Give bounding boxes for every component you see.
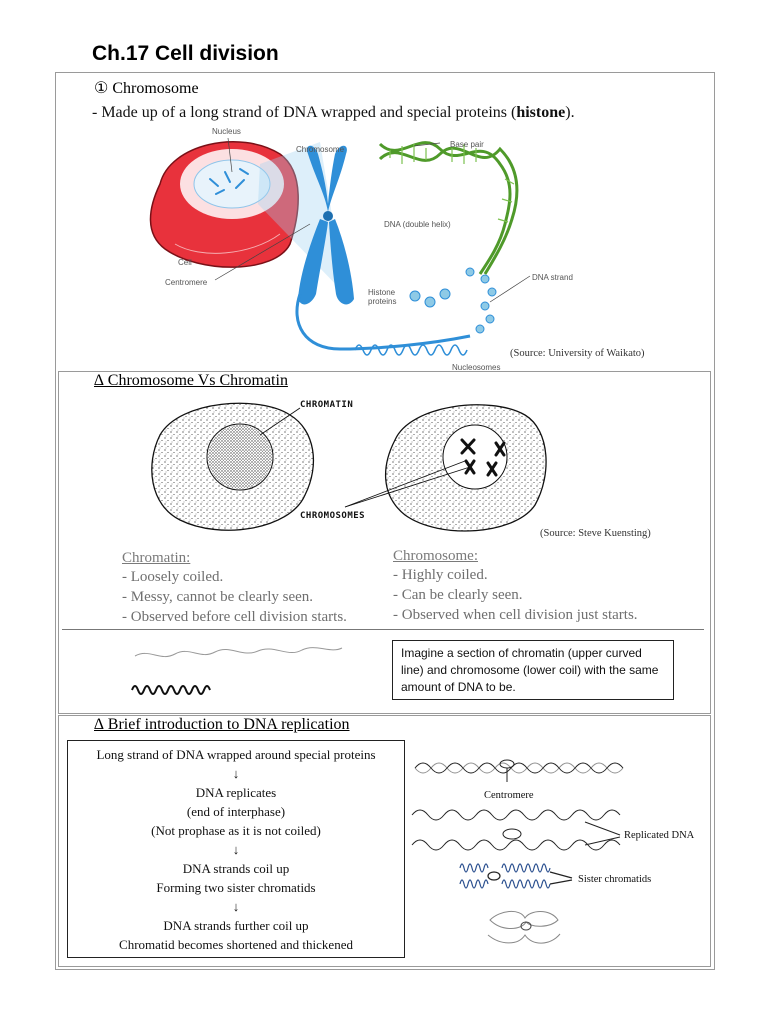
chromatin-note-text: Imagine a section of chromatin (upper cu…: [401, 646, 659, 694]
dna-helix-illustration: [378, 141, 519, 275]
label-chromosome: Chromosome: [296, 145, 345, 154]
flow-arrow: ↓: [232, 842, 240, 857]
label-nucleosomes: Nucleosomes: [452, 363, 501, 372]
flow-arrow: ↓: [232, 899, 240, 914]
flow-step: Forming two sister chromatids: [156, 880, 316, 895]
flow-step: DNA strands coil up: [182, 861, 290, 876]
flow-step: Chromatid becomes shortened and thickene…: [119, 937, 353, 952]
chromosome-illustration: [298, 145, 354, 305]
label-dna-strand: DNA strand: [532, 273, 573, 282]
divider: [62, 629, 704, 630]
flow-step: (Not prophase as it is not coiled): [151, 823, 321, 838]
label-replicated-dna: Replicated DNA: [624, 830, 695, 841]
chromosome-item: - Observed when cell division just start…: [393, 607, 638, 623]
chromosome-title: Chromosome:: [393, 548, 478, 564]
section2-heading: ∆ Chromosome Vs Chromatin: [94, 372, 288, 389]
label-chromatin-diagram: CHROMATIN: [300, 400, 354, 410]
label-centromere: Centromere: [165, 278, 208, 287]
flow-step: Long strand of DNA wrapped around specia…: [96, 747, 376, 762]
label-chromosomes-diagram: CHROMOSOMES: [300, 511, 366, 521]
replication-flowchart: Long strand of DNA wrapped around specia…: [67, 740, 405, 958]
dna-replication-illustration: [411, 759, 624, 944]
source-waikato: (Source: University of Waikato): [510, 348, 645, 359]
label-sister-chromatids: Sister chromatids: [578, 874, 652, 885]
chromatin-vs-chromosome-coil-illustration: [131, 647, 343, 695]
chromosome-structure-illustration: [149, 137, 531, 356]
source-kuensting: (Source: Steve Kuensting): [540, 528, 651, 539]
section1-heading: ① Chromosome: [94, 80, 199, 97]
chromatin-title: Chromatin:: [122, 550, 191, 566]
label-centromere-replication: Centromere: [484, 790, 534, 801]
chromatin-note-box: Imagine a section of chromatin (upper cu…: [392, 640, 674, 700]
content-frame: [55, 72, 715, 970]
chromatin-item: - Observed before cell division starts.: [122, 609, 347, 625]
chromosome-item: - Highly coiled.: [393, 567, 488, 583]
chromatin-properties: Chromatin: - Loosely coiled. - Messy, ca…: [122, 550, 347, 627]
cell-illustration: [149, 141, 299, 268]
flow-step: DNA strands further coil up: [163, 918, 309, 933]
chromosome-properties: Chromosome: - Highly coiled. - Can be cl…: [393, 548, 638, 625]
label-cell: Cell: [178, 258, 192, 267]
label-histone-proteins: Histone proteins: [368, 288, 397, 306]
flow-step: (end of interphase): [186, 804, 286, 819]
page-title: Ch.17 Cell division: [92, 42, 279, 65]
label-base-pair: Base pair: [450, 140, 484, 149]
flow-step: DNA replicates: [195, 785, 277, 800]
chromatin-item: - Messy, cannot be clearly seen.: [122, 589, 314, 605]
chromatin-chromosome-cells-illustration: [151, 402, 547, 532]
chromatin-item: - Loosely coiled.: [122, 569, 224, 585]
section1-description: - Made up of a long strand of DNA wrappe…: [92, 104, 575, 121]
label-dna-double-helix: DNA (double helix): [384, 220, 451, 229]
flow-arrow: ↓: [232, 766, 240, 781]
section3-heading: ∆ Brief introduction to DNA replication: [94, 716, 350, 733]
chromosome-item: - Can be clearly seen.: [393, 587, 523, 603]
label-nucleus: Nucleus: [212, 127, 241, 136]
